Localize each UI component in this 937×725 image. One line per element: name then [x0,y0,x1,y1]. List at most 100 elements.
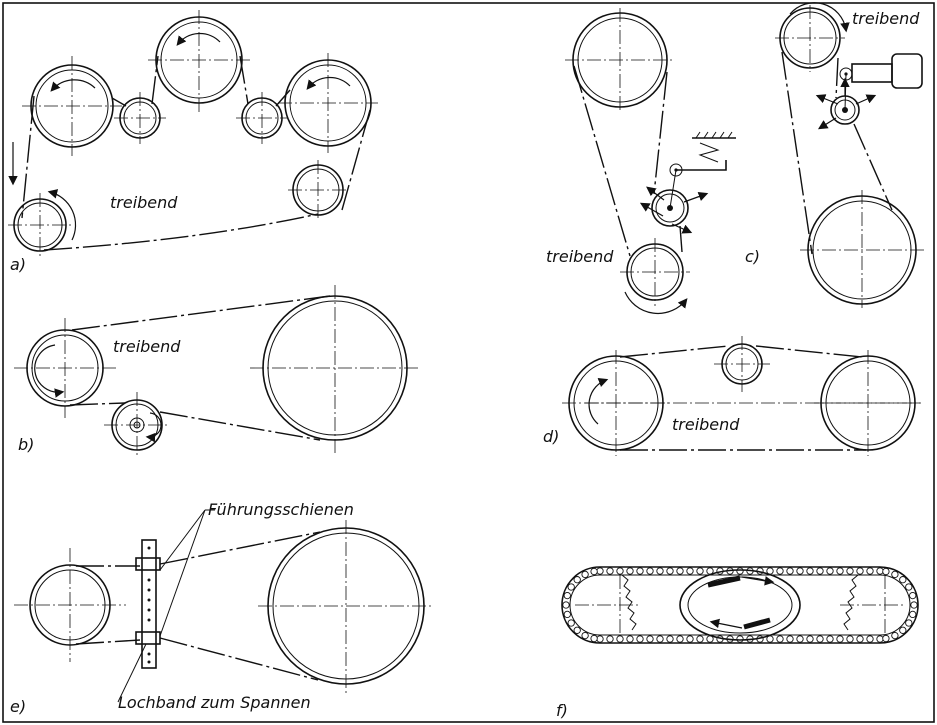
chain-outer-path [561,566,919,644]
chain-roller [909,591,917,600]
pulley-c-upper-right [775,2,850,72]
sprocket-left [575,574,640,635]
chain-roller [806,635,814,643]
chain-roller [676,567,684,575]
chain-roller [696,567,704,575]
chain-roller [796,635,804,643]
pulley-a5 [278,53,378,153]
pulley-c-lower-right [800,190,924,308]
chain-roller [776,567,784,575]
chain-roller [856,567,864,575]
panel-c-letter: c) [745,247,760,266]
panel-f-letter: f) [556,701,568,720]
chain-roller [596,567,604,575]
panel-c: treibend treibend c) [546,2,924,314]
panel-c-driver-label-right: treibend [852,9,920,28]
panel-c-driver-label-left: treibend [546,247,614,266]
pulley-e-small [14,548,126,662]
pulley-a-driver [8,189,77,258]
perforated-tension-band [135,539,161,669]
chain-roller [590,634,598,643]
chain-roller [836,635,844,643]
chain-roller [846,567,854,575]
chain-roller [846,635,854,643]
chain-roller [899,576,907,584]
chain-roller [606,635,614,643]
chain-roller [786,635,794,643]
chain-roller [646,567,654,575]
panel-d-driver-label: treibend [672,415,740,434]
sprocket-right [840,574,905,635]
panel-e-tensioner-label: Lochband zum Spannen [118,693,311,712]
chain-roller [573,626,581,634]
chain-roller [876,567,884,575]
chain-inner-path [569,574,911,636]
chain-links [562,567,918,643]
panel-e-letter: e) [10,697,26,716]
chain-roller [656,635,664,643]
pulley-a4 [236,92,288,144]
chain-roller [562,601,570,609]
chain-roller [606,567,614,575]
chain-roller [656,567,664,575]
chain-roller [736,567,744,575]
chain-roller [563,610,571,619]
panel-a-driver-label: treibend [110,193,178,212]
pulley-a6 [288,160,348,220]
chain-roller [910,601,918,609]
chain-roller [816,635,824,643]
pulley-a3 [148,10,250,112]
panel-d: treibend d) [543,336,922,456]
pulley-d-idler [714,336,770,392]
pulley-a1 [22,56,122,156]
chain-roller [826,567,834,575]
panel-d-letter: d) [543,427,559,446]
chain-roller [866,635,874,643]
chain-roller [563,591,571,600]
panel-e: Führungsschienen Lochband zum Spannen e) [10,500,434,716]
chain-roller [736,635,744,643]
panel-e-rails-label: Führungsschienen [208,500,354,519]
chain-roller [646,635,654,643]
chain-roller [676,635,684,643]
panel-b: treibend b) [14,285,420,458]
chain-roller [786,567,794,575]
chain-roller [856,635,864,643]
chain-roller [899,626,907,634]
chain-roller [905,619,913,627]
chain-roller [696,635,704,643]
chain-roller [826,635,834,643]
chain-roller [891,570,899,579]
chain-roller [626,635,634,643]
chain-roller [666,567,674,575]
chain-roller [806,567,814,575]
pulley-c-lower-left [620,238,690,314]
chain-roller [882,634,890,643]
pulley-e-large [258,520,434,695]
chain-roller [666,635,674,643]
chain-roller [891,631,899,640]
pulley-c-idler-left [639,131,736,234]
panel-b-driver-label: treibend [113,337,181,356]
chain-roller [567,583,575,591]
chain-roller [581,631,589,640]
chain-roller [796,567,804,575]
panel-a-letter: a) [10,255,26,274]
pulley-b-tensioner [104,392,170,458]
chain-roller [596,635,604,643]
chain-roller [636,567,644,575]
chain-detail-loop [679,569,801,641]
chain-roller [905,583,913,591]
chain-roller [626,567,634,575]
chain-roller [686,635,694,643]
chain-roller [836,567,844,575]
chain-roller [567,619,575,627]
chain-roller [616,635,624,643]
chain-roller [686,567,694,575]
chain-roller [581,570,589,579]
chain-roller [816,567,824,575]
chain-roller [909,610,917,619]
chain-roller [776,635,784,643]
